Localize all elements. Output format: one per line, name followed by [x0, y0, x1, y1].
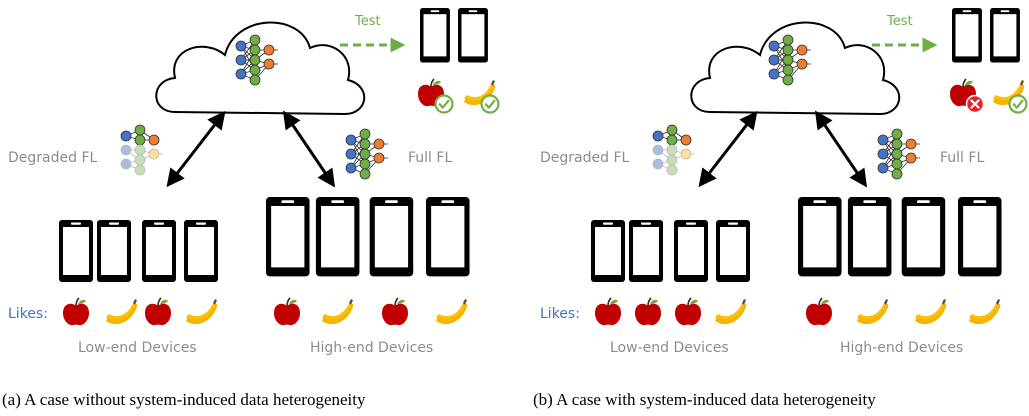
high-end-devices-label: High-end Devices: [310, 340, 433, 356]
banana-icon: [186, 299, 218, 325]
degraded-fl-label: Degraded FL: [8, 150, 98, 166]
cross-icon: [965, 94, 985, 114]
full-fl-label: Full FL: [940, 150, 984, 166]
test-label: Test: [354, 14, 381, 29]
full-model-icon: [877, 128, 921, 180]
degraded-model-icon: [120, 124, 164, 176]
full-model-icon: [345, 128, 389, 180]
low-end-devices-label: Low-end Devices: [78, 340, 197, 356]
apple-icon: [144, 297, 172, 326]
low-end-phone-icon: [97, 220, 131, 282]
low-end-devices-label: Low-end Devices: [610, 340, 729, 356]
low-end-phone-icon: [591, 220, 625, 282]
apple-icon: [594, 297, 622, 326]
test-phone-icon: [990, 8, 1020, 63]
cloud-icon: [155, 21, 366, 116]
high-end-phone-icon: [798, 197, 842, 277]
bidirectional-arrow-icon: [814, 110, 868, 188]
low-end-phone-icon: [716, 220, 750, 282]
banana-icon: [322, 299, 354, 325]
bidirectional-arrow-icon: [282, 110, 336, 188]
low-end-phone-icon: [184, 220, 218, 282]
banana-icon: [915, 299, 947, 325]
high-end-phone-icon: [315, 197, 360, 277]
high-end-likes: [805, 297, 1001, 326]
banana-icon: [106, 299, 138, 325]
full-fl-label: Full FL: [408, 150, 452, 166]
panel-a: Test Degraded FL Full FL Likes:: [2, 8, 500, 409]
banana-icon: [969, 299, 1001, 325]
low-end-likes: [594, 297, 747, 326]
banana-icon: [436, 299, 468, 325]
apple-icon: [62, 297, 90, 326]
high-end-phone-icon: [901, 197, 946, 277]
high-end-phone-icon: [266, 197, 310, 277]
low-end-phone-icon: [629, 220, 663, 282]
bidirectional-arrow-icon: [698, 110, 758, 188]
high-end-phones: [266, 197, 470, 277]
check-icon: [434, 94, 454, 114]
likes-label: Likes:: [540, 306, 580, 322]
test-phone-icon: [952, 8, 982, 63]
check-icon: [1008, 94, 1028, 114]
panel-b: Test Degraded FL Full FL Likes: Low-end …: [533, 8, 1028, 409]
degraded-fl-label: Degraded FL: [540, 150, 630, 166]
apple-icon: [273, 297, 301, 326]
bidirectional-arrow-icon: [166, 110, 226, 188]
low-end-likes: [62, 297, 218, 326]
high-end-phone-icon: [426, 197, 470, 277]
banana-icon: [857, 299, 889, 325]
banana-icon: [715, 299, 747, 325]
high-end-phone-icon: [369, 197, 414, 277]
low-end-phone-icon: [674, 220, 708, 282]
apple-icon: [674, 297, 702, 326]
low-end-phone-icon: [59, 220, 93, 282]
apple-icon: [634, 297, 662, 326]
high-end-phone-icon: [958, 197, 1002, 277]
apple-icon: [381, 297, 409, 326]
high-end-phones: [798, 197, 1002, 277]
high-end-likes: [273, 297, 468, 326]
low-end-phone-icon: [142, 220, 176, 282]
degraded-model-icon: [652, 124, 696, 176]
high-end-phone-icon: [847, 197, 892, 277]
test-label: Test: [886, 14, 913, 29]
likes-label: Likes:: [8, 306, 48, 322]
apple-icon: [805, 297, 833, 326]
high-end-devices-label: High-end Devices: [840, 340, 963, 356]
test-phone-icon: [458, 8, 488, 63]
caption-a: (a) A case without system-induced data h…: [2, 390, 366, 409]
caption-b: (b) A case with system-induced data hete…: [533, 390, 876, 409]
check-icon: [480, 94, 500, 114]
test-phone-icon: [420, 8, 450, 63]
cloud-icon: [690, 21, 901, 116]
